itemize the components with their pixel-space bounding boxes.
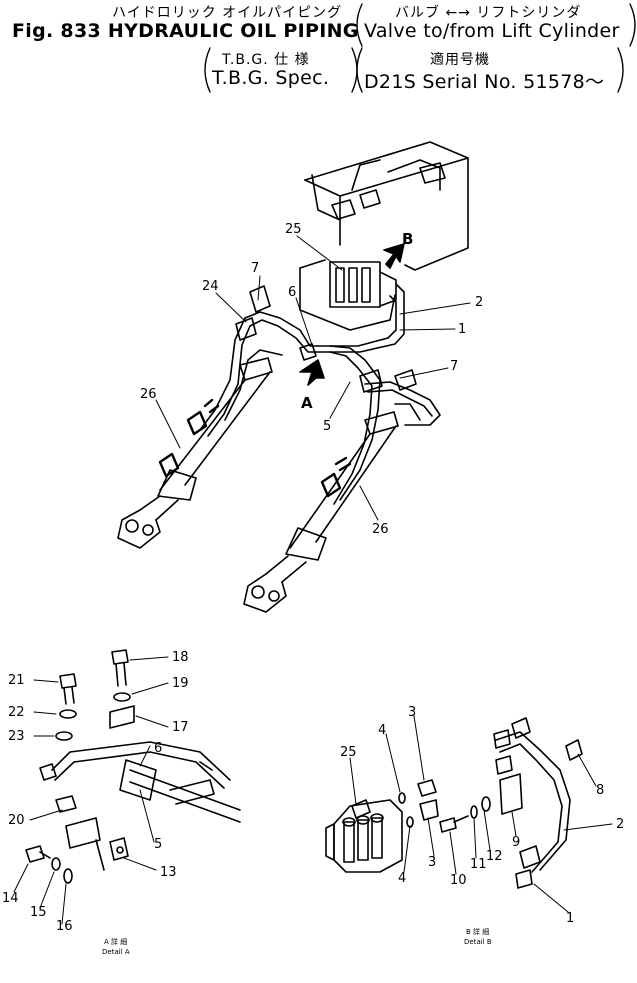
detail-a-callout-23: 23 [8,729,25,744]
tank-outline [299,141,469,331]
detail-b-callout-8: 8 [596,783,604,798]
detail-a-callout-6: 6 [154,741,162,756]
detail-b-callout-10: 10 [450,873,467,888]
detail-a-callout-14: 14 [2,891,19,906]
view-label-a: A [301,394,313,412]
detail-b-leaders [349,715,613,913]
callout-1: 1 [458,322,466,337]
detail-b-callout-2: 2 [616,817,624,832]
valve-subtitle: Valve to/from Lift Cylinder [364,20,620,42]
detail-b-callout-9: 9 [512,835,520,850]
view-label-b: B [402,230,413,248]
detail-b-caption-japanese: B 詳 細 [466,927,489,936]
callout-7-left: 7 [251,261,259,276]
detail-b-callout-3-top: 3 [408,705,416,720]
detail-b-callout-12: 12 [486,849,503,864]
detail-a-caption: Detail A [102,948,130,956]
callout-5: 5 [323,419,331,434]
header-brackets [204,3,636,93]
view-arrow-a-icon [299,359,325,386]
detail-a-callout-18: 18 [172,650,189,665]
detail-a-caption-japanese: A 詳 細 [104,937,127,946]
callout-2: 2 [475,295,483,310]
detail-b-callout-25: 25 [340,745,357,760]
callout-26-right: 26 [372,522,389,537]
valve-subtitle-japanese: バルブ ←→ リフトシリンダ [395,5,582,21]
control-valve [329,261,397,308]
right-pipes [329,345,441,505]
serial-label-japanese: 適用号機 [430,52,490,68]
view-arrow-b-icon [383,243,405,269]
detail-b-caption: Detail B [464,938,492,946]
detail-a-callout-21: 21 [8,673,25,688]
main-leader-lines [155,235,471,521]
detail-a-callout-17: 17 [172,720,189,735]
detail-b-callout-4-top: 4 [378,723,386,738]
detail-a-leaders [13,656,169,925]
detail-a-callout-22: 22 [8,705,25,720]
detail-a-callout-13: 13 [160,865,177,880]
detail-a-callout-19: 19 [172,676,189,691]
detail-b-callout-11: 11 [470,857,487,872]
valve-hoses [329,283,405,353]
detail-a-callout-20: 20 [8,813,25,828]
detail-a-callout-5: 5 [154,837,162,852]
figure-title: Fig. 833 HYDRAULIC OIL PIPING [12,20,359,42]
detail-a-callout-15: 15 [30,905,47,920]
detail-b-callout-3-bottom: 3 [428,855,436,870]
callout-6: 6 [288,285,296,300]
detail-a-callout-16: 16 [56,919,73,934]
detail-a-drawing [25,649,241,884]
tbg-spec: T.B.G. Spec. [212,67,330,89]
serial-number: D21S Serial No. 51578～ [364,71,605,93]
tbg-spec-japanese: T.B.G. 仕 様 [222,52,310,68]
left-cylinder [117,357,273,549]
callout-7-right: 7 [450,359,458,374]
detail-b-callout-4-bottom: 4 [398,871,406,886]
callout-25: 25 [285,222,302,237]
title-japanese: ハイドロリック オイルパイピング [112,5,343,21]
detail-b-callout-1: 1 [566,911,574,926]
right-cylinder [243,411,399,613]
callout-24: 24 [202,279,219,294]
callout-26-left: 26 [140,387,157,402]
